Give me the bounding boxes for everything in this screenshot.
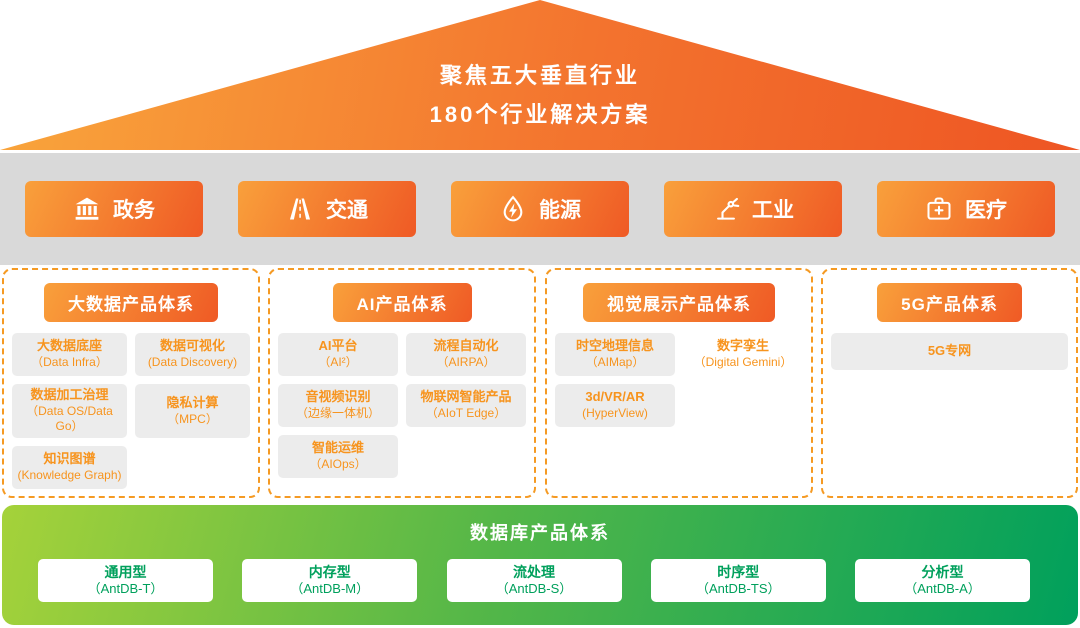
- product-item: 时空地理信息 （AIMap）: [555, 333, 675, 376]
- robot-arm-icon: [712, 195, 740, 223]
- product-item-name: 数字孪生: [716, 338, 769, 354]
- product-item-name: 流程自动化: [433, 338, 499, 354]
- database-item-name: 时序型: [717, 563, 760, 580]
- product-item: 音视频识别 （边缘一体机）: [278, 384, 398, 427]
- industry-label: 医疗: [965, 199, 1007, 222]
- product-items: 大数据底座 （Data Infra） 数据可视化 (Data Discovery…: [4, 322, 258, 490]
- industry-button-transport[interactable]: 交通: [238, 181, 416, 237]
- industry-button-industry[interactable]: 工业: [664, 181, 842, 237]
- product-item: 大数据底座 （Data Infra）: [12, 333, 127, 376]
- roof-line1: 聚焦五大垂直行业: [439, 63, 640, 88]
- product-item: 3d/VR/AR (HyperView): [555, 384, 675, 427]
- government-building-icon: [73, 195, 101, 223]
- product-item-sub: （MPC）: [167, 411, 218, 426]
- product-item: 数字孪生 （Digital Gemini）: [683, 333, 803, 376]
- product-item-name: 时空地理信息: [575, 338, 654, 354]
- database-band-title: 数据库产品体系: [470, 523, 610, 543]
- database-item-sub: （AntDB-M）: [290, 581, 370, 597]
- database-items: 通用型 （AntDB-T） 内存型 （AntDB-M） 流处理 （AntDB-S…: [2, 559, 1078, 602]
- product-system-title: AI产品体系: [332, 283, 472, 322]
- product-item-sub: (Data Discovery): [147, 355, 238, 370]
- database-item-name: 分析型: [921, 563, 964, 580]
- product-item: 智能运维 （AIOps）: [278, 435, 398, 478]
- product-items: 5G专网: [823, 322, 1076, 370]
- industry-label: 能源: [539, 199, 581, 222]
- product-item-sub: （Data Infra）: [31, 355, 108, 370]
- product-system-5g: 5G产品体系 5G专网: [821, 268, 1078, 498]
- product-item: AI平台 （AI²）: [278, 333, 398, 376]
- product-item-name: 隐私计算: [166, 394, 219, 410]
- product-item-name: 数据可视化: [159, 338, 225, 354]
- database-item-sub: （AntDB-S）: [495, 581, 573, 597]
- product-system-ai: AI产品体系 AI平台 （AI²） 流程自动化 （AIRPA） 音视频识别 （边…: [268, 268, 536, 498]
- industry-label: 交通: [326, 199, 368, 222]
- product-item: 隐私计算 （MPC）: [135, 384, 250, 439]
- energy-drop-icon: [499, 195, 527, 223]
- product-item-name: 5G专网: [927, 343, 972, 359]
- product-item-sub: (HyperView): [582, 406, 648, 421]
- industry-band: 政务 交通 能源: [0, 153, 1080, 265]
- product-items: 时空地理信息 （AIMap） 数字孪生 （Digital Gemini） 3d/…: [547, 322, 811, 427]
- database-item: 分析型 （AntDB-A）: [855, 559, 1030, 602]
- product-item-sub: （AI²）: [318, 355, 358, 370]
- database-item: 内存型 （AntDB-M）: [242, 559, 418, 602]
- product-item-name: 数据加工治理: [30, 387, 109, 402]
- database-item: 流处理 （AntDB-S）: [446, 559, 622, 602]
- product-item: 数据可视化 (Data Discovery): [135, 333, 250, 376]
- database-item-sub: （AntDB-TS）: [695, 581, 781, 597]
- product-item-name: 物联网智能产品: [420, 389, 512, 405]
- product-item-sub: （Data OS/Data Go）: [26, 403, 113, 434]
- database-item: 通用型 （AntDB-T）: [38, 559, 213, 602]
- product-system-title: 视觉展示产品体系: [583, 283, 775, 322]
- database-item-name: 流处理: [513, 563, 555, 580]
- industry-button-energy[interactable]: 能源: [451, 181, 629, 237]
- industry-label: 政务: [113, 199, 155, 222]
- product-item-sub: （边缘一体机）: [295, 406, 380, 421]
- product-item-sub: （AIOps）: [309, 457, 367, 472]
- product-system-big-data: 大数据产品体系 大数据底座 （Data Infra） 数据可视化 (Data D…: [2, 268, 260, 498]
- product-item-name: 音视频识别: [305, 389, 371, 405]
- product-item-name: AI平台: [318, 338, 358, 354]
- industry-button-government[interactable]: 政务: [25, 181, 203, 237]
- database-item-name: 内存型: [308, 563, 351, 580]
- product-system-title: 大数据产品体系: [44, 283, 218, 322]
- database-item-sub: （AntDB-A）: [904, 581, 981, 597]
- product-item: 物联网智能产品 （AIoT Edge）: [406, 384, 526, 427]
- product-item-sub: （Digital Gemini）: [693, 355, 793, 370]
- product-item-name: 知识图谱: [43, 451, 96, 467]
- industry-label: 工业: [752, 199, 794, 222]
- product-system-title: 5G产品体系: [877, 283, 1022, 322]
- product-item-name: 3d/VR/AR: [585, 389, 645, 405]
- product-item-name: 智能运维: [311, 440, 364, 456]
- medical-kit-icon: [925, 195, 953, 223]
- product-item-sub: (Knowledge Graph): [17, 468, 122, 483]
- product-item: 流程自动化 （AIRPA）: [406, 333, 526, 376]
- product-item-sub: （AIoT Edge）: [425, 406, 507, 421]
- database-item-name: 通用型: [104, 563, 147, 580]
- product-items: AI平台 （AI²） 流程自动化 （AIRPA） 音视频识别 （边缘一体机） 物…: [270, 322, 534, 478]
- product-item: 5G专网: [831, 333, 1068, 370]
- database-item: 时序型 （AntDB-TS）: [650, 559, 826, 602]
- product-item: 知识图谱 (Knowledge Graph): [12, 446, 127, 490]
- product-item: 数据加工治理 （Data OS/Data Go）: [12, 384, 127, 439]
- product-system-visual: 视觉展示产品体系 时空地理信息 （AIMap） 数字孪生 （Digital Ge…: [545, 268, 813, 498]
- road-icon: [286, 195, 314, 223]
- database-item-sub: （AntDB-T）: [87, 581, 164, 597]
- product-item-name: 大数据底座: [36, 338, 102, 354]
- product-item-sub: （AIRPA）: [436, 355, 496, 370]
- roof-line2: 180个行业解决方案: [429, 101, 651, 127]
- roof-banner: 聚焦五大垂直行业 180个行业解决方案: [0, 0, 1080, 150]
- industry-button-medical[interactable]: 医疗: [877, 181, 1055, 237]
- database-product-band: 数据库产品体系 通用型 （AntDB-T） 内存型 （AntDB-M） 流处理 …: [2, 505, 1078, 625]
- product-item-sub: （AIMap）: [585, 355, 645, 370]
